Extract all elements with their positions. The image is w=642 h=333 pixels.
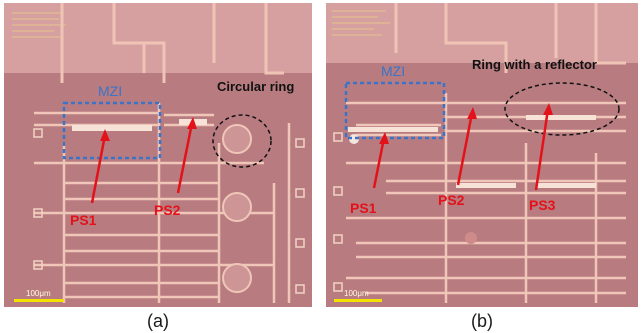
- mzi-box-a: [62, 101, 162, 160]
- ps3-label-b: PS3: [529, 197, 556, 213]
- scale-bar-b: [334, 299, 382, 302]
- caption-b: (b): [471, 311, 493, 331]
- ps2-label-b: PS2: [438, 192, 465, 208]
- chip-micrograph-b: MZI Ring with a reflector PS1 PS2 PS3 10…: [326, 3, 638, 307]
- chip-micrograph-a: MZI Circular ring PS1 PS2 100μm: [4, 3, 312, 307]
- ps2-label-a: PS2: [154, 202, 181, 218]
- mzi-label-b: MZI: [381, 63, 405, 79]
- micrograph-panel-b: MZI Ring with a reflector PS1 PS2 PS3 10…: [326, 3, 638, 307]
- ring-label-b: Ring with a reflector: [472, 57, 597, 72]
- mzi-box-b: [344, 81, 446, 140]
- arrows-b: [372, 103, 553, 191]
- ring-ellipse-a: [212, 114, 272, 168]
- ring-ellipse-b: [504, 82, 620, 136]
- mzi-label-a: MZI: [98, 83, 122, 99]
- ps1-label-a: PS1: [70, 212, 97, 228]
- arrows-a: [90, 117, 197, 204]
- ps1-label-b: PS1: [350, 200, 377, 216]
- scale-label-b: 100μm: [344, 289, 369, 298]
- caption-a: (a): [147, 311, 169, 331]
- micrograph-panel-a: MZI Circular ring PS1 PS2 100μm: [4, 3, 312, 307]
- ring-label-a: Circular ring: [217, 79, 294, 94]
- scale-bar-a: [14, 299, 64, 302]
- scale-label-a: 100μm: [26, 289, 51, 298]
